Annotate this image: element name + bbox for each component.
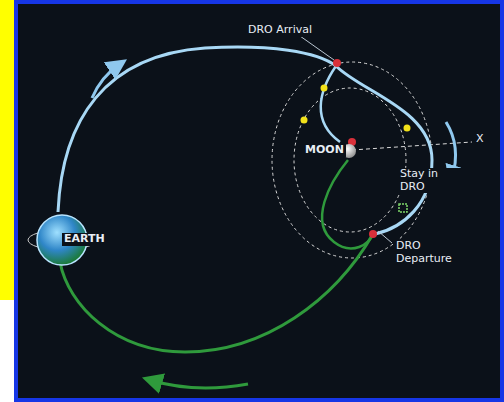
frame — [16, 2, 502, 400]
departure-loop — [322, 160, 373, 248]
outbound-path — [58, 47, 432, 234]
event-label: DRO Departure — [394, 240, 464, 265]
side-bar — [0, 0, 14, 300]
event-dot — [369, 230, 377, 238]
body-label: MOON — [303, 144, 346, 157]
axis-label: X — [474, 133, 486, 146]
leader-line — [378, 231, 392, 243]
body-label: EARTH — [62, 233, 107, 246]
event-label: DRO Arrival — [246, 24, 314, 37]
leader-line — [300, 36, 334, 60]
dro-orbit — [294, 88, 406, 232]
return-path — [60, 234, 373, 352]
event-dot — [301, 117, 308, 124]
phase-label: Stay in DRO — [398, 168, 466, 193]
event-dot — [321, 85, 328, 92]
arrival-branch — [321, 66, 340, 142]
event-dot — [333, 59, 341, 67]
direction-arrow — [92, 64, 120, 98]
direction-arrow — [150, 380, 248, 388]
event-dot — [404, 125, 411, 132]
dro-orbit — [272, 62, 432, 258]
event-marker — [399, 204, 407, 212]
